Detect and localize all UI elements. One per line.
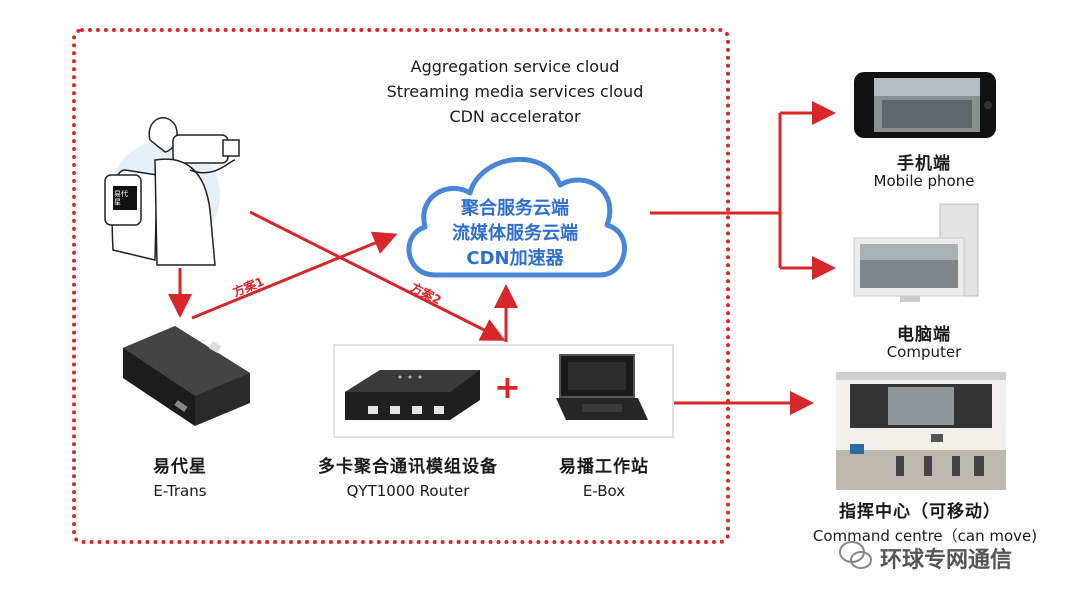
ebox-en-label: E-Box <box>582 482 626 500</box>
mobile-phone-icon <box>854 72 996 138</box>
command-centre-icon <box>836 372 1006 490</box>
system-boundary <box>72 28 730 544</box>
cloud-english-line-3: CDN accelerator <box>449 107 581 126</box>
ebox-device-icon <box>556 354 648 420</box>
etrans-cn-label: 易代星 <box>153 457 207 477</box>
wechat-icon <box>838 538 874 574</box>
computer-en-label: Computer <box>886 343 962 361</box>
router-en-label: QYT1000 Router <box>346 482 470 500</box>
cloud-cn-line-1: 聚合服务云端 <box>461 198 569 219</box>
plus-sign: + <box>494 368 521 406</box>
command-en-label: Command centre（can move) <box>812 527 1038 545</box>
mobile-en-label: Mobile phone <box>873 172 975 190</box>
etrans-en-label: E-Trans <box>153 482 207 500</box>
cloud-english-labels: Aggregation service cloud Streaming medi… <box>350 54 680 129</box>
backpack-label: 易代星 <box>114 190 128 206</box>
computer-cn-label: 电脑端 <box>897 325 951 345</box>
cloud-cn-line-2: 流媒体服务云端 <box>452 223 578 244</box>
arrow-scheme2 <box>249 210 506 341</box>
cloud-cn-line-3: CDN加速器 <box>466 248 564 269</box>
etrans-device-icon <box>123 326 250 426</box>
cloud-chinese-labels: 聚合服务云端 流媒体服务云端 CDN加速器 <box>420 196 610 271</box>
router-cn-label: 多卡聚合通讯模组设备 <box>318 457 498 477</box>
camera-operator-illustration <box>104 117 240 266</box>
cloud-english-line-2: Streaming media services cloud <box>386 82 644 101</box>
watermark-text: 环球专网通信 <box>880 548 1013 573</box>
mobile-cn-label: 手机端 <box>897 154 951 174</box>
cloud-icon <box>406 156 627 278</box>
command-cn-label: 指挥中心（可移动） <box>839 502 1001 522</box>
router-device-icon <box>345 370 480 420</box>
arrow-scheme1 <box>191 231 398 320</box>
ebox-cn-label: 易播工作站 <box>559 457 649 477</box>
cloud-english-line-1: Aggregation service cloud <box>410 57 620 76</box>
computer-icon <box>853 203 979 302</box>
